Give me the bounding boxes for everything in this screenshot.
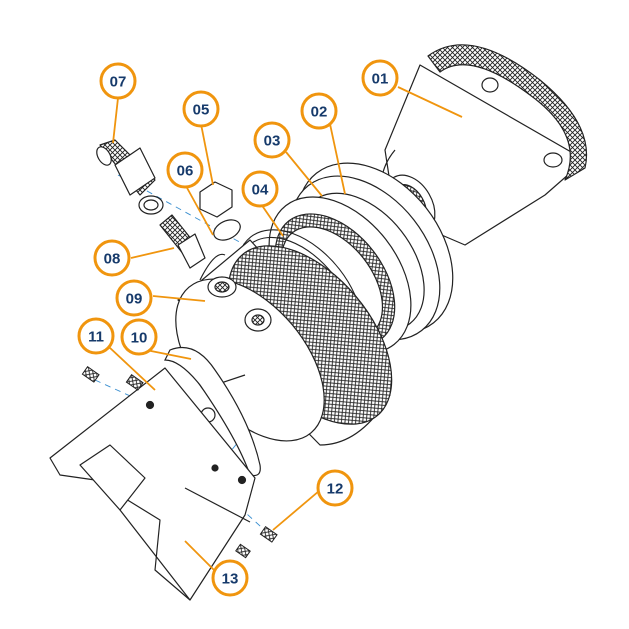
callout-11-label: 11 [88, 329, 104, 346]
callout-04-label: 04 [252, 182, 269, 199]
callout-07: 07 [99, 62, 137, 100]
callout-11: 11 [77, 317, 115, 355]
callout-01: 01 [361, 59, 399, 97]
callout-12: 12 [316, 469, 354, 507]
callout-07-label: 07 [110, 74, 127, 91]
part-13-bracket-housing [49, 367, 256, 601]
callout-08: 08 [93, 239, 131, 277]
set-screws [81, 366, 278, 559]
callout-08-label: 08 [104, 251, 121, 268]
callout-13-label: 13 [222, 571, 239, 588]
callout-05: 05 [182, 90, 220, 128]
callout-09-label: 09 [126, 291, 143, 308]
callout-05-label: 05 [193, 102, 210, 119]
callout-02: 02 [300, 92, 338, 130]
callout-13: 13 [211, 559, 249, 597]
callout-12-label: 12 [327, 481, 344, 498]
callout-10-label: 10 [131, 330, 148, 347]
callout-09: 09 [115, 279, 153, 317]
callout-02-label: 02 [311, 104, 328, 121]
callout-03-label: 03 [264, 133, 281, 150]
leader-lines [108, 86, 463, 571]
callout-03: 03 [253, 121, 291, 159]
part-06-washer [138, 195, 164, 215]
callout-06: 06 [166, 151, 204, 189]
part-07-quick-coupler [96, 139, 156, 196]
callout-01-label: 01 [372, 71, 389, 88]
part-08-threaded-fitting [159, 214, 206, 269]
part-05-hex-plug [199, 181, 241, 241]
callout-06-label: 06 [177, 163, 194, 180]
callout-04: 04 [241, 170, 279, 208]
callout-10: 10 [120, 318, 158, 356]
